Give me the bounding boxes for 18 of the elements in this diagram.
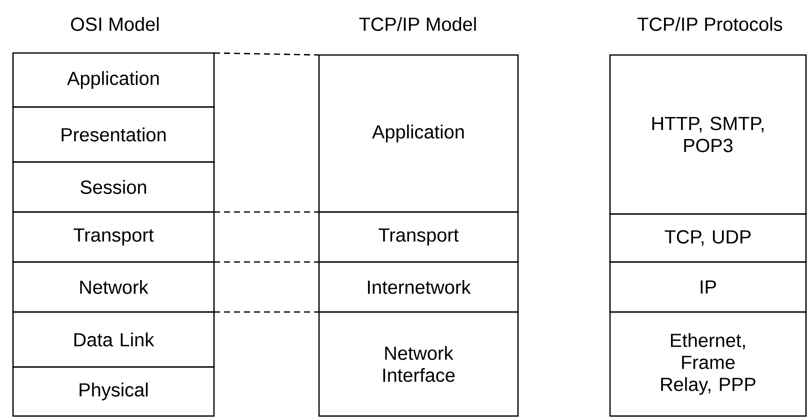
column-heading: TCP/IP Model bbox=[359, 17, 476, 31]
layer-box: Presentation bbox=[12, 106, 215, 163]
layer-box: IP bbox=[609, 261, 807, 313]
layer-box: Application bbox=[318, 54, 519, 213]
layer-box: Data Link bbox=[12, 311, 215, 368]
layer-box: Physical bbox=[12, 366, 215, 417]
layer-box: Transport bbox=[318, 211, 519, 263]
layer-box: Session bbox=[12, 161, 215, 213]
layer-box: Application bbox=[12, 52, 215, 108]
layer-box: Ethernet, Frame Relay, PPP bbox=[609, 311, 807, 417]
column-heading: OSI Model bbox=[71, 17, 159, 31]
layer-box: HTTP, SMTP, POP3 bbox=[609, 54, 807, 215]
column-heading: TCP/IP Protocols bbox=[638, 17, 782, 31]
layer-box: Network Interface bbox=[318, 311, 519, 417]
layer-box: Network bbox=[12, 261, 215, 313]
layer-box: Transport bbox=[12, 211, 215, 263]
layer-box: TCP, UDP bbox=[609, 213, 807, 263]
layer-box: Internetwork bbox=[318, 261, 519, 313]
